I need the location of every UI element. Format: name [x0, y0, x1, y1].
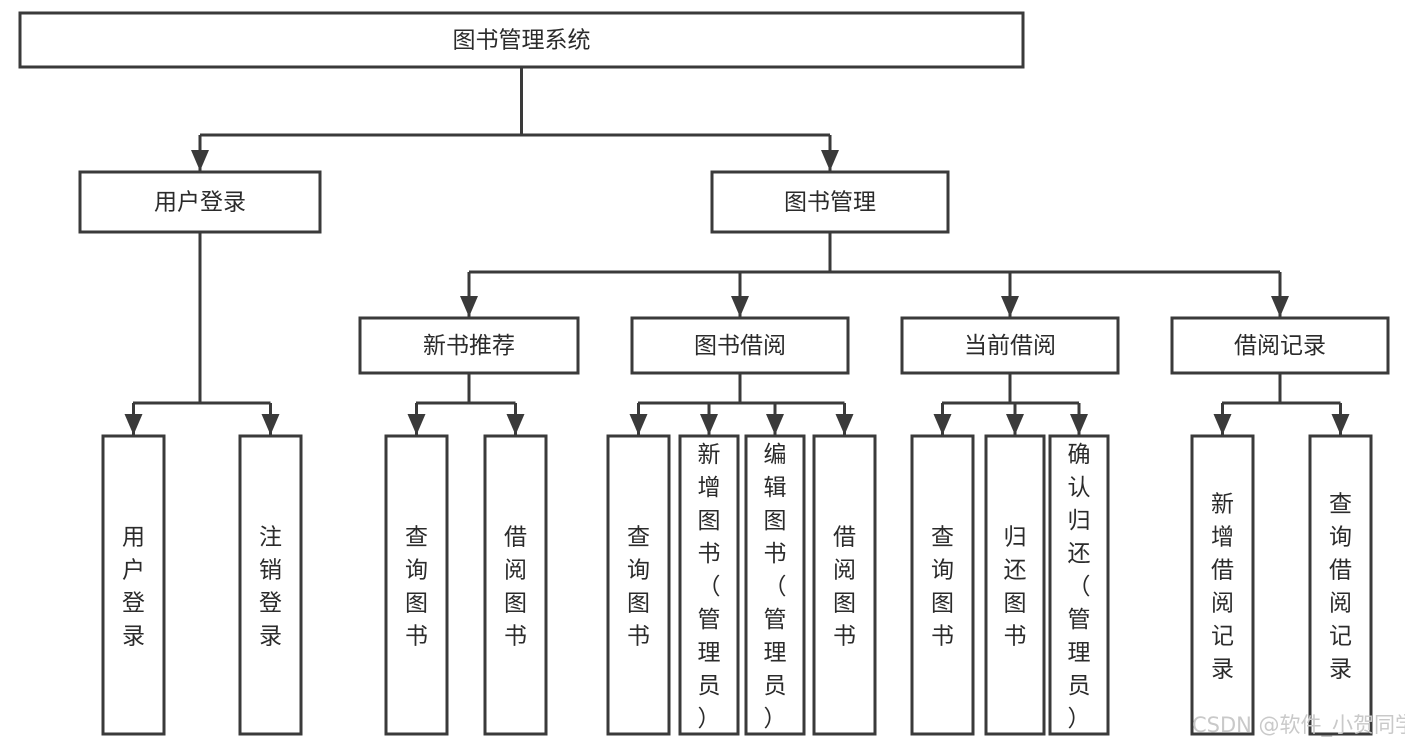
- node-book-borrow[interactable]: 图书借阅: [630, 316, 850, 375]
- arrow-head-icon: [835, 414, 854, 435]
- arrow-head-icon: [460, 296, 478, 317]
- arrow-head-icon: [261, 414, 280, 435]
- node-new-book-rec[interactable]: 新书推荐: [358, 316, 580, 375]
- node-label-user-login: 用户登录: [154, 190, 246, 216]
- node-box-book-manage[interactable]: [710, 170, 950, 234]
- arrow-head-icon: [700, 414, 718, 435]
- node-label-leaf-borrow-book-2: 借阅图书: [833, 525, 856, 650]
- node-book-manage[interactable]: 图书管理: [710, 170, 950, 234]
- arrow-head-icon: [629, 414, 648, 435]
- node-leaf-user-logout[interactable]: 注销登录: [238, 434, 303, 736]
- watermark-label: CSDN @软件_小贺同学: [1192, 713, 1405, 738]
- node-leaf-add-book[interactable]: 新增图书（管理员）: [678, 434, 740, 736]
- node-leaf-user-login[interactable]: 用户登录: [101, 434, 166, 736]
- node-box-leaf-borrow-book-1[interactable]: [483, 434, 548, 736]
- node-leaf-edit-book[interactable]: 编辑图书（管理员）: [744, 434, 806, 736]
- node-box-user-login[interactable]: [78, 170, 322, 234]
- arrow-head-icon: [1001, 296, 1019, 317]
- node-label-current-borrow: 当前借阅: [964, 333, 1056, 359]
- node-label-leaf-query-record: 查询借阅记录: [1329, 492, 1352, 683]
- node-leaf-query-record[interactable]: 查询借阅记录: [1308, 434, 1373, 736]
- node-leaf-query-book-3[interactable]: 查询图书: [910, 434, 975, 736]
- node-root[interactable]: 图书管理系统: [18, 11, 1025, 69]
- arrow-head-icon: [1331, 414, 1350, 435]
- node-label-leaf-query-book-2: 查询图书: [627, 525, 650, 650]
- arrow-head-icon: [731, 296, 749, 317]
- node-box-leaf-query-book-3[interactable]: [910, 434, 975, 736]
- node-box-leaf-confirm-return[interactable]: [1048, 434, 1110, 736]
- node-label-leaf-query-book-1: 查询图书: [405, 525, 428, 650]
- node-leaf-add-record[interactable]: 新增借阅记录: [1190, 434, 1255, 736]
- node-leaf-query-book-1[interactable]: 查询图书: [384, 434, 449, 736]
- node-leaf-query-book-2[interactable]: 查询图书: [606, 434, 671, 736]
- node-label-leaf-borrow-book-1: 借阅图书: [504, 525, 527, 650]
- node-box-root[interactable]: [18, 11, 1025, 69]
- node-label-leaf-query-book-3: 查询图书: [931, 525, 954, 650]
- node-borrow-record[interactable]: 借阅记录: [1170, 316, 1390, 375]
- node-leaf-return-book[interactable]: 归还图书: [984, 434, 1046, 736]
- node-box-leaf-add-book[interactable]: [678, 434, 740, 736]
- node-label-new-book-rec: 新书推荐: [423, 333, 515, 359]
- node-label-leaf-confirm-return: 确认归还（管理员）: [1068, 442, 1091, 732]
- arrow-head-icon: [766, 414, 784, 435]
- node-label-book-borrow: 图书借阅: [694, 333, 786, 359]
- arrow-head-icon: [1271, 296, 1289, 317]
- node-box-current-borrow[interactable]: [900, 316, 1120, 375]
- node-user-login[interactable]: 用户登录: [78, 170, 322, 234]
- node-box-leaf-add-record[interactable]: [1190, 434, 1255, 736]
- arrow-head-icon: [1213, 414, 1232, 435]
- arrow-head-icon: [191, 150, 209, 171]
- node-box-leaf-user-logout[interactable]: [238, 434, 303, 736]
- node-label-book-manage: 图书管理: [784, 190, 876, 216]
- node-box-leaf-query-book-1[interactable]: [384, 434, 449, 736]
- node-label-borrow-record: 借阅记录: [1234, 333, 1326, 359]
- node-label-leaf-user-logout: 注销登录: [259, 525, 282, 650]
- node-leaf-borrow-book-2[interactable]: 借阅图书: [812, 434, 877, 736]
- node-label-leaf-add-book: 新增图书（管理员）: [698, 442, 721, 732]
- node-boxes-group: 图书管理系统用户登录图书管理新书推荐图书借阅当前借阅借阅记录用户登录注销登录查询…: [18, 11, 1390, 736]
- node-label-leaf-edit-book: 编辑图书（管理员）: [764, 442, 787, 732]
- connector-lines-group: [124, 67, 1350, 435]
- node-box-leaf-edit-book[interactable]: [744, 434, 806, 736]
- node-label-leaf-add-record: 新增借阅记录: [1211, 492, 1234, 683]
- node-box-leaf-return-book[interactable]: [984, 434, 1046, 736]
- arrow-head-icon: [933, 414, 952, 435]
- node-label-leaf-user-login: 用户登录: [122, 525, 145, 650]
- node-leaf-confirm-return[interactable]: 确认归还（管理员）: [1048, 434, 1110, 736]
- node-leaf-borrow-book-1[interactable]: 借阅图书: [483, 434, 548, 736]
- node-label-root: 图书管理系统: [453, 28, 591, 54]
- node-box-leaf-query-record[interactable]: [1308, 434, 1373, 736]
- arrow-head-icon: [1070, 414, 1088, 435]
- node-box-leaf-borrow-book-2[interactable]: [812, 434, 877, 736]
- arrow-head-icon: [124, 414, 143, 435]
- node-box-book-borrow[interactable]: [630, 316, 850, 375]
- node-box-leaf-user-login[interactable]: [101, 434, 166, 736]
- arrow-head-icon: [821, 150, 839, 171]
- node-label-leaf-return-book: 归还图书: [1004, 525, 1027, 650]
- arrow-head-icon: [506, 414, 525, 435]
- node-box-new-book-rec[interactable]: [358, 316, 580, 375]
- arrow-head-icon: [1006, 414, 1024, 435]
- node-box-borrow-record[interactable]: [1170, 316, 1390, 375]
- arrow-head-icon: [407, 414, 426, 435]
- node-current-borrow[interactable]: 当前借阅: [900, 316, 1120, 375]
- node-box-leaf-query-book-2[interactable]: [606, 434, 671, 736]
